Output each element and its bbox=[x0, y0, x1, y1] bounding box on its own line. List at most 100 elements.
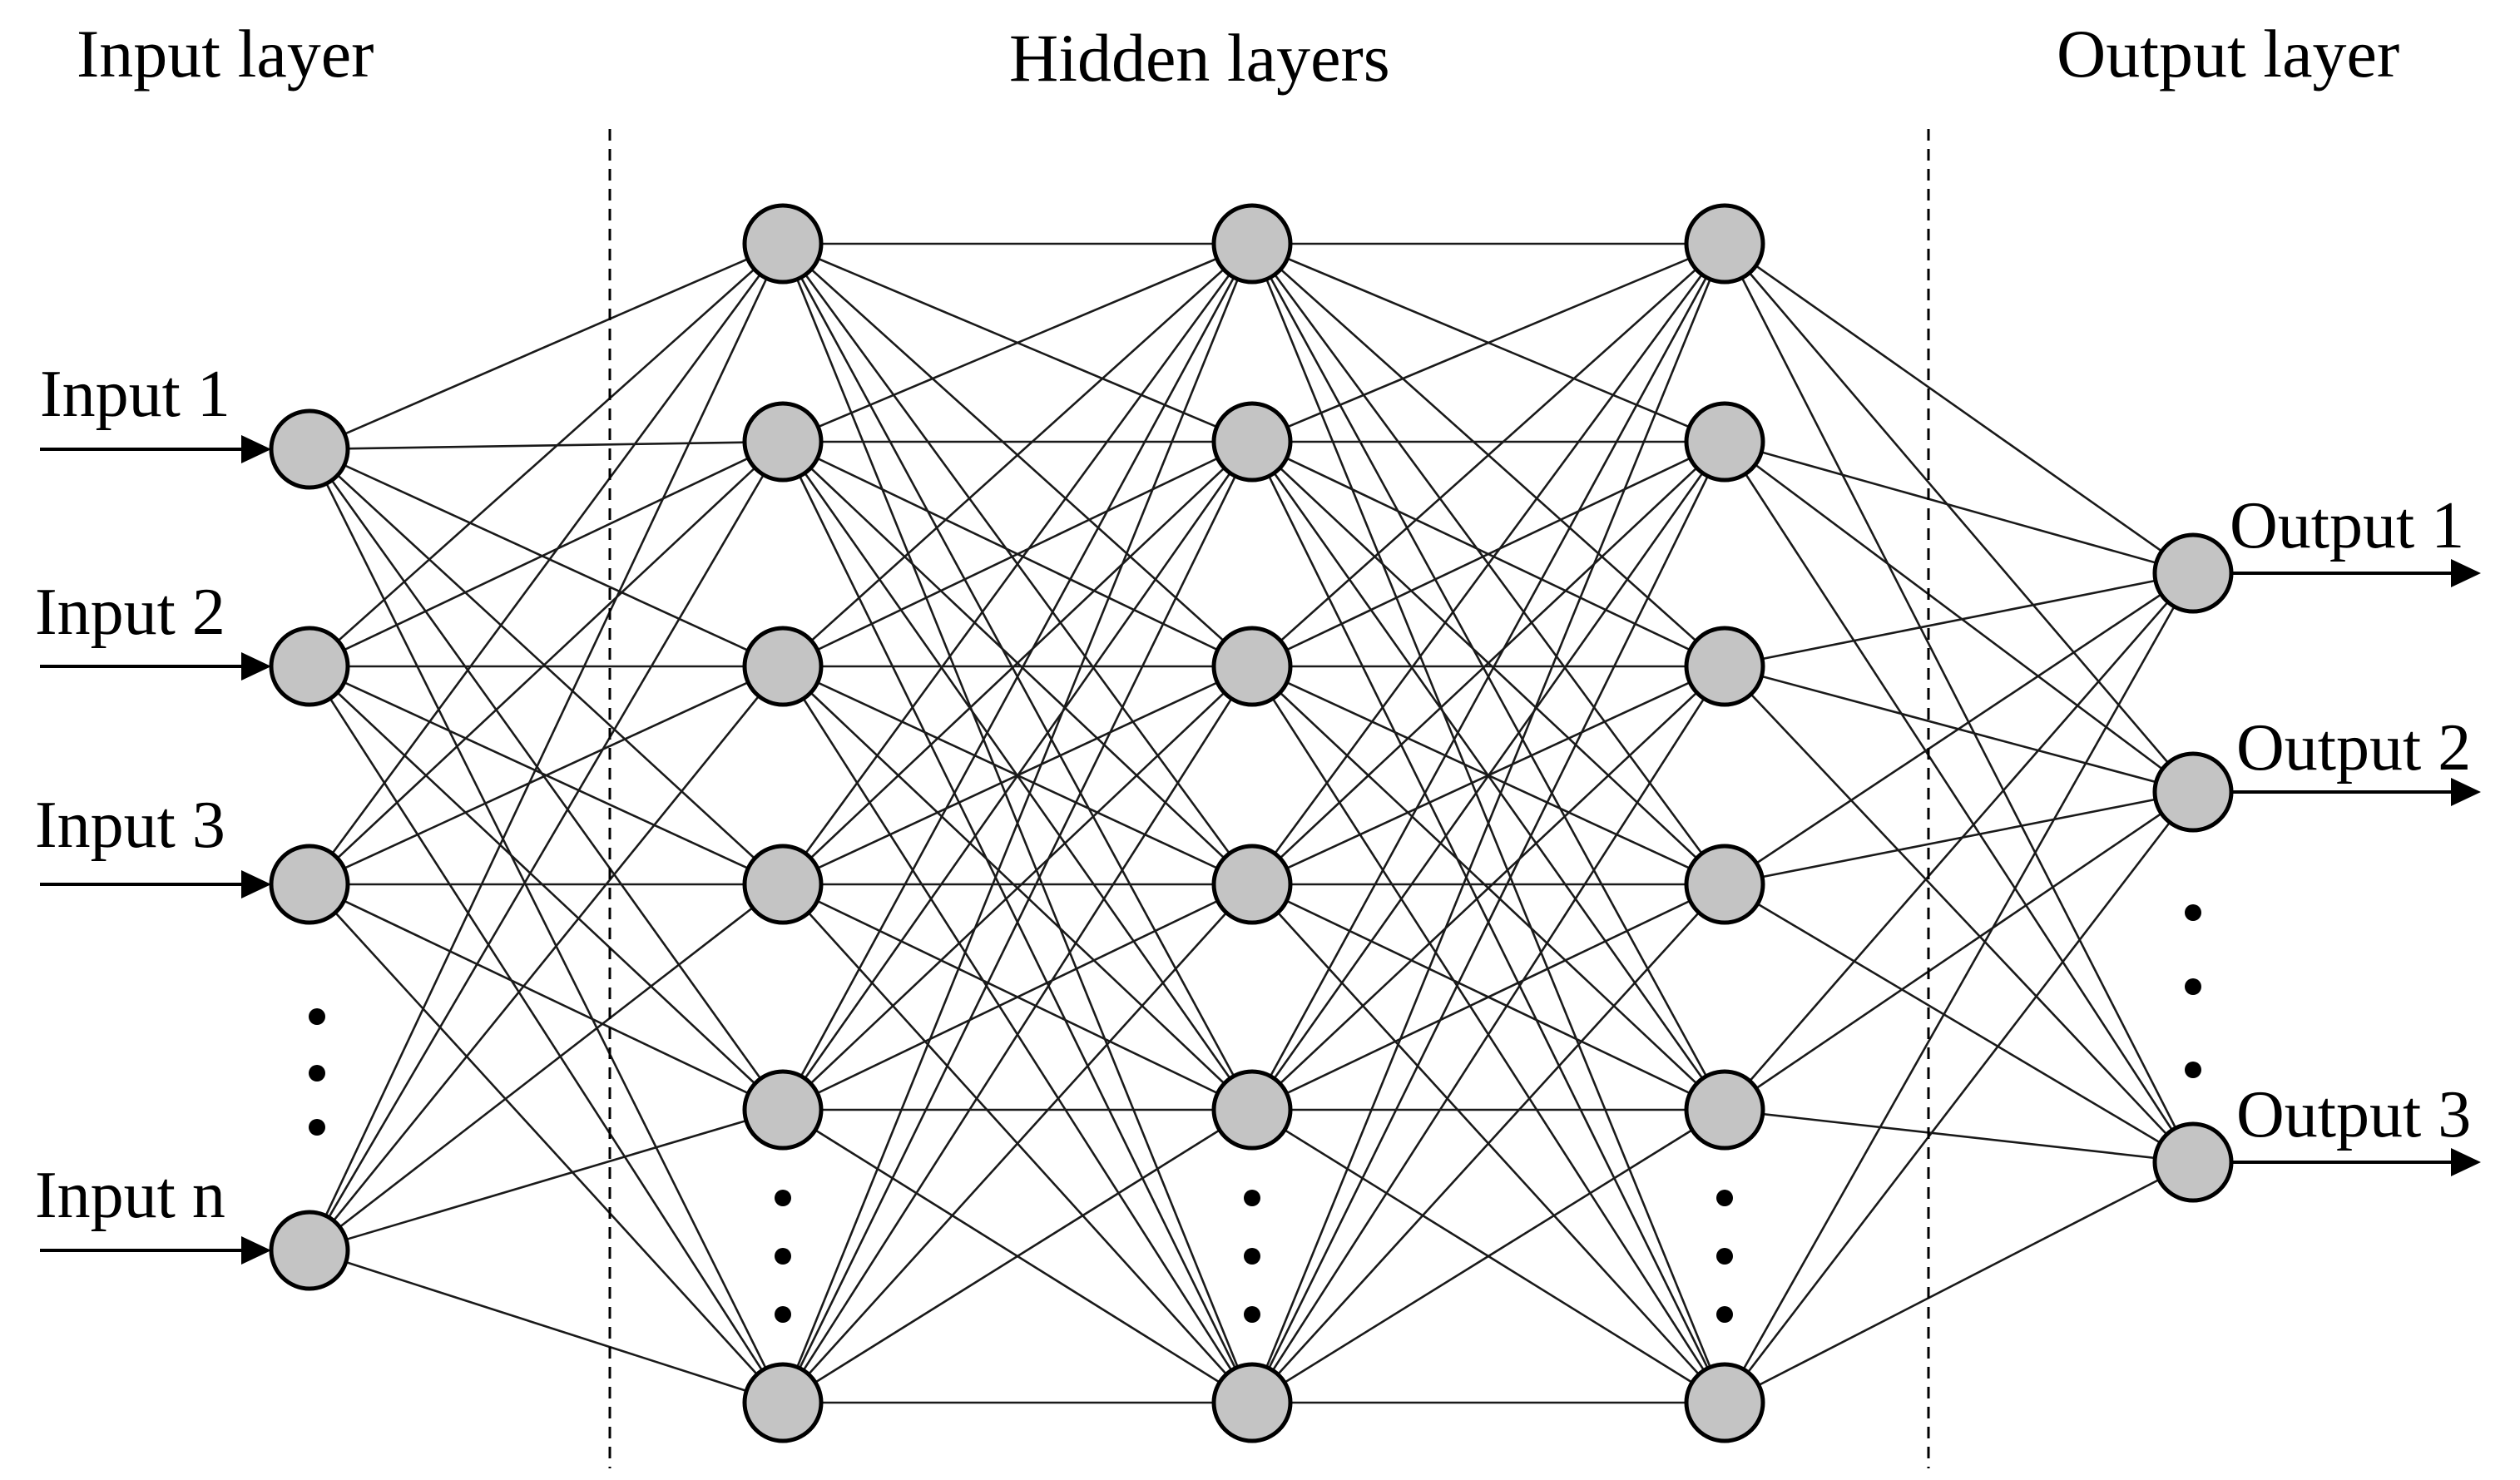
edge-input-4-to-hidden-1-4 bbox=[309, 883, 784, 1252]
edge-hidden-1-6-to-hidden-2-1 bbox=[781, 243, 1254, 1403]
edge-hidden-3-5-to-output-3 bbox=[1724, 1108, 2194, 1164]
edge-hidden-3-1-to-output-3 bbox=[1723, 243, 2195, 1163]
edge-hidden-1-6-to-hidden-2-2 bbox=[781, 441, 1254, 1403]
edge-input-2-to-hidden-1-5 bbox=[309, 666, 784, 1111]
hidden-3-node-5 bbox=[1684, 1069, 1765, 1151]
edge-hidden-2-6-to-hidden-3-3 bbox=[1250, 666, 1726, 1403]
edge-input-3-to-hidden-1-1 bbox=[308, 243, 785, 885]
hidden-2-node-2 bbox=[1211, 401, 1293, 483]
output-ellipsis-dot-3 bbox=[2185, 1062, 2201, 1078]
edge-hidden-3-2-to-output-2 bbox=[1724, 440, 2194, 794]
edge-input-1-to-hidden-1-1 bbox=[309, 242, 784, 451]
edge-hidden-3-1-to-output-2 bbox=[1724, 243, 2194, 793]
hidden-1-node-3 bbox=[742, 626, 824, 707]
output-arrow-head-1 bbox=[2451, 559, 2481, 587]
edge-hidden-1-5-to-hidden-2-2 bbox=[781, 441, 1254, 1111]
input-label-3: Input 3 bbox=[35, 789, 225, 862]
hidden-1-ellipsis-dot-2 bbox=[775, 1248, 791, 1265]
hidden-2-node-3 bbox=[1211, 626, 1293, 707]
edge-input-3-to-hidden-1-3 bbox=[309, 665, 784, 886]
edge-hidden-2-5-to-hidden-3-4 bbox=[1251, 883, 1725, 1111]
output-layer-title: Output layer bbox=[2057, 16, 2399, 92]
edge-hidden-1-5-to-hidden-2-3 bbox=[782, 666, 1253, 1111]
edge-input-2-to-hidden-1-6 bbox=[308, 666, 785, 1403]
output-node-3 bbox=[2152, 1121, 2234, 1203]
input-arrow-head-2 bbox=[241, 652, 271, 681]
io-arrows bbox=[40, 435, 2481, 1265]
hidden-3-node-4 bbox=[1684, 844, 1765, 925]
edge-hidden-1-4-to-hidden-2-1 bbox=[781, 243, 1254, 885]
input-label-2: Input 2 bbox=[35, 576, 225, 649]
hidden-3-ellipsis-dot-2 bbox=[1716, 1248, 1733, 1265]
hidden-3-ellipsis-dot-3 bbox=[1716, 1306, 1733, 1323]
edge-input-1-to-hidden-1-2 bbox=[309, 440, 784, 451]
edge-hidden-3-4-to-output-3 bbox=[1724, 883, 2194, 1164]
edge-input-2-to-hidden-1-2 bbox=[309, 440, 784, 668]
edge-hidden-3-3-to-output-3 bbox=[1724, 666, 2194, 1163]
edge-hidden-2-5-to-hidden-3-3 bbox=[1251, 666, 1725, 1111]
edge-input-1-to-hidden-1-6 bbox=[308, 448, 785, 1403]
edge-hidden-2-2-to-hidden-3-1 bbox=[1251, 242, 1725, 443]
edge-hidden-2-4-to-hidden-3-1 bbox=[1250, 243, 1726, 885]
edge-input-4-to-hidden-1-5 bbox=[309, 1108, 784, 1252]
hidden-2-node-4 bbox=[1211, 844, 1293, 925]
hidden-2-ellipsis-dot-1 bbox=[1244, 1190, 1260, 1206]
input-label-n: Input n bbox=[35, 1159, 225, 1232]
hidden-3-ellipsis-dot-1 bbox=[1716, 1190, 1733, 1206]
input-node-3 bbox=[269, 844, 350, 925]
edge-hidden-1-5-to-hidden-2-4 bbox=[782, 883, 1253, 1111]
edge-hidden-3-2-to-output-3 bbox=[1723, 441, 2195, 1163]
edge-hidden-3-2-to-output-1 bbox=[1724, 440, 2194, 575]
hidden-1-node-1 bbox=[742, 203, 824, 285]
edge-hidden-1-5-to-hidden-2-1 bbox=[781, 243, 1254, 1111]
edge-input-1-to-hidden-1-3 bbox=[309, 448, 784, 668]
connections bbox=[308, 242, 2195, 1404]
input-node-2 bbox=[269, 626, 350, 707]
edge-hidden-2-6-to-hidden-3-2 bbox=[1250, 441, 1726, 1403]
hidden-2-node-6 bbox=[1211, 1362, 1293, 1443]
edge-hidden-3-5-to-output-1 bbox=[1724, 572, 2194, 1111]
hidden-2-ellipsis-dot-3 bbox=[1244, 1306, 1260, 1323]
edge-input-4-to-hidden-1-6 bbox=[309, 1249, 784, 1404]
output-label-3: Output 3 bbox=[2236, 1078, 2471, 1151]
hidden-1-node-2 bbox=[742, 401, 824, 483]
edge-hidden-1-6-to-hidden-2-3 bbox=[781, 666, 1254, 1403]
hidden-1-ellipsis-dot-3 bbox=[775, 1306, 791, 1323]
hidden-3-node-3 bbox=[1684, 626, 1765, 707]
input-ellipsis-dot-2 bbox=[309, 1065, 325, 1082]
edge-hidden-2-3-to-hidden-3-1 bbox=[1251, 243, 1725, 667]
edge-hidden-2-6-to-hidden-3-4 bbox=[1251, 884, 1725, 1403]
hidden-3-node-2 bbox=[1684, 401, 1765, 483]
edge-hidden-2-3-to-hidden-3-2 bbox=[1251, 440, 1725, 668]
edge-hidden-2-6-to-hidden-3-5 bbox=[1251, 1108, 1725, 1404]
hidden-1-ellipsis-dot-1 bbox=[775, 1190, 791, 1206]
edge-hidden-2-5-to-hidden-3-2 bbox=[1250, 441, 1726, 1111]
hidden-2-node-5 bbox=[1211, 1069, 1293, 1151]
hidden-1-node-4 bbox=[742, 844, 824, 925]
edge-input-4-to-hidden-1-3 bbox=[308, 666, 785, 1251]
input-node-4 bbox=[269, 1210, 350, 1291]
input-node-1 bbox=[269, 408, 350, 490]
output-ellipsis-dot-1 bbox=[2185, 904, 2201, 921]
input-label-1: Input 1 bbox=[40, 358, 230, 431]
nodes bbox=[269, 203, 2234, 1443]
input-ellipsis-dot-3 bbox=[309, 1119, 325, 1136]
edge-hidden-2-6-to-hidden-3-1 bbox=[1250, 243, 1726, 1403]
input-arrow-head-4 bbox=[241, 1236, 271, 1265]
edge-hidden-3-6-to-output-2 bbox=[1723, 791, 2195, 1403]
edge-hidden-2-5-to-hidden-3-1 bbox=[1250, 243, 1726, 1111]
edge-hidden-1-3-to-hidden-2-1 bbox=[782, 243, 1253, 667]
edge-hidden-3-4-to-output-2 bbox=[1724, 790, 2194, 886]
edge-hidden-1-6-to-hidden-2-5 bbox=[782, 1108, 1253, 1404]
input-layer-title: Input layer bbox=[77, 16, 374, 92]
input-ellipsis-dot-1 bbox=[309, 1008, 325, 1025]
edge-hidden-1-6-to-hidden-2-4 bbox=[782, 884, 1253, 1403]
edge-hidden-3-4-to-output-1 bbox=[1724, 572, 2194, 886]
edge-hidden-1-4-to-hidden-2-2 bbox=[782, 441, 1253, 885]
input-arrow-head-1 bbox=[241, 435, 271, 463]
hidden-3-node-6 bbox=[1684, 1362, 1765, 1443]
edge-hidden-1-2-to-hidden-2-1 bbox=[782, 242, 1253, 443]
hidden-1-node-5 bbox=[742, 1069, 824, 1151]
output-label-2: Output 2 bbox=[2236, 711, 2471, 785]
hidden-2-ellipsis-dot-2 bbox=[1244, 1248, 1260, 1265]
